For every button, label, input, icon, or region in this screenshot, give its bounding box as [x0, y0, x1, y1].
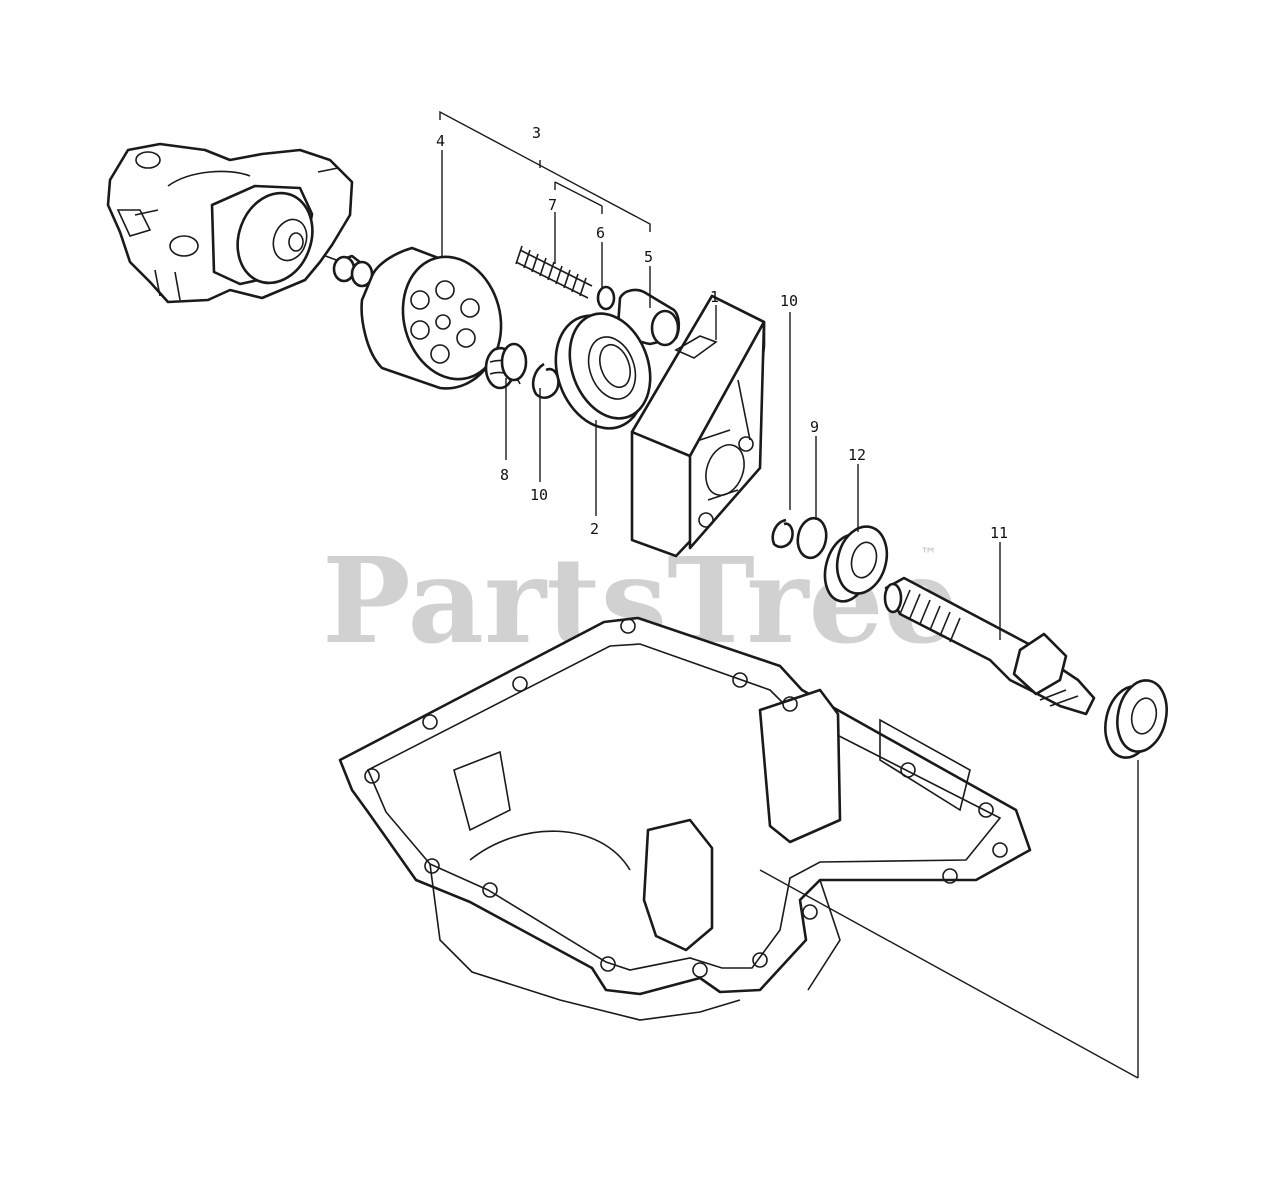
watermark-trademark: ™ [920, 545, 937, 565]
callout-6: 6 [596, 224, 605, 242]
drive-shaft [883, 576, 1096, 716]
callout-3: 3 [532, 124, 541, 142]
callout-8: 8 [500, 466, 509, 484]
callout-5: 5 [644, 248, 653, 266]
swashplate-block [630, 294, 766, 558]
cylinder-block [360, 246, 503, 390]
callout-12: 12 [848, 446, 866, 464]
thrust-bearing [554, 312, 652, 430]
pump-housing [106, 142, 354, 304]
transmission-case [338, 616, 1032, 1021]
ball-bearing-upper [823, 525, 889, 603]
callout-labels: 3 4 7 6 5 1 8 10 2 10 9 12 11 [436, 124, 1008, 542]
bushing-small [332, 254, 374, 288]
callout-11: 11 [990, 524, 1008, 542]
snap-ring-right [771, 518, 794, 549]
callout-2: 2 [590, 520, 599, 538]
piston-washer [596, 285, 616, 311]
callout-7: 7 [548, 196, 557, 214]
leader-lines [439, 110, 1139, 1079]
block-spring [484, 342, 528, 390]
callout-4: 4 [436, 132, 445, 150]
callout-10-left: 10 [530, 486, 548, 504]
callout-1: 1 [710, 288, 719, 306]
ball-bearing-lower [1104, 679, 1168, 759]
snap-ring-left [531, 362, 560, 399]
piston-spring [515, 245, 593, 299]
callout-10-right: 10 [780, 292, 798, 310]
callout-9: 9 [810, 418, 819, 436]
